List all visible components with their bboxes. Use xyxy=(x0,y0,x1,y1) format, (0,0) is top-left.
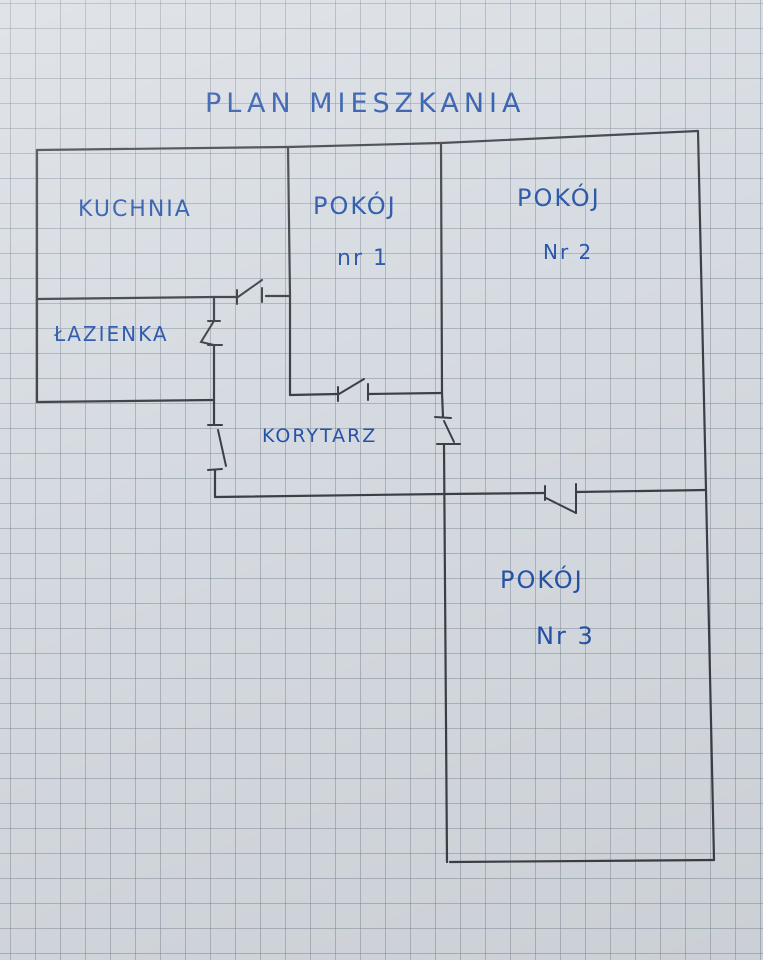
room-number-room2: Nr 2 xyxy=(543,240,594,264)
room-label-kitchen: KUCHNIA xyxy=(78,197,192,222)
door-bathroom xyxy=(199,320,223,346)
room-label-room1: POKÓJ xyxy=(313,192,397,220)
door-room2 xyxy=(434,416,461,445)
room-number-room3: Nr 3 xyxy=(536,622,595,650)
room-number-room1: nr 1 xyxy=(337,246,389,271)
door-room1 xyxy=(337,378,369,402)
corridor-walls xyxy=(212,294,708,864)
plan-title: PLAN MIESZKANIA xyxy=(205,88,526,119)
room-label-corridor: KORYTARZ xyxy=(262,425,378,447)
room-label-bathroom: ŁAZIENKA xyxy=(54,322,169,346)
room3-walls xyxy=(448,488,716,864)
kitchen-walls xyxy=(35,145,290,404)
door-room3 xyxy=(544,483,577,514)
room-label-room2: POKÓJ xyxy=(517,184,601,212)
room-label-room3: POKÓJ xyxy=(500,566,584,594)
room2-walls xyxy=(439,129,708,492)
door-kitchen xyxy=(236,279,263,305)
room1-walls xyxy=(286,141,444,397)
door-entrance xyxy=(207,424,227,471)
